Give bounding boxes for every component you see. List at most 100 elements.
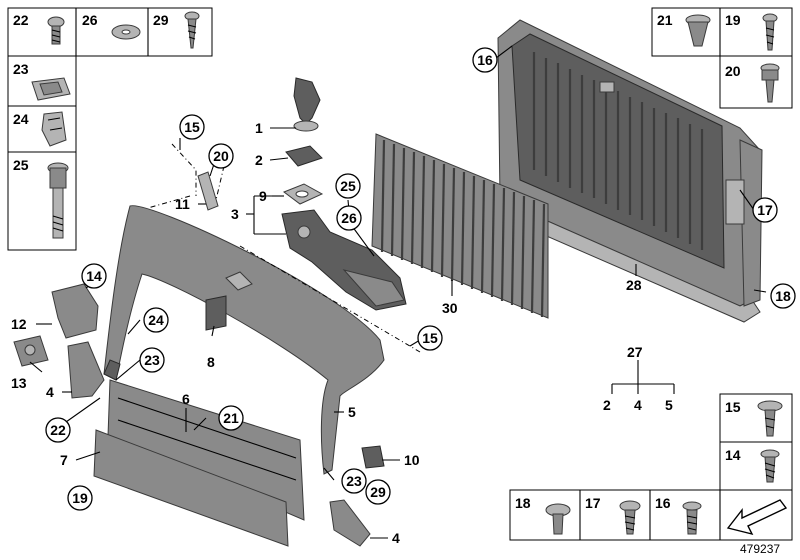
svg-text:29: 29: [370, 484, 386, 500]
bracket-12-14: [51, 283, 99, 339]
corner-trim-left: [67, 341, 105, 399]
svg-text:23: 23: [144, 352, 160, 368]
svg-text:25: 25: [340, 178, 356, 194]
document-number: 479237: [740, 542, 780, 556]
washer-icon-26: [111, 24, 141, 40]
label-3: 3: [231, 206, 239, 222]
mascot-cover: [285, 145, 323, 167]
svg-text:20: 20: [213, 148, 229, 164]
label-27-item-4: 4: [634, 397, 642, 413]
part-labels: 1 2 3 9 11 8 6 7 5 10 4 4 12 13 30 28 27…: [11, 120, 673, 546]
label-6: 6: [182, 391, 190, 407]
box-label-22: 22: [13, 12, 29, 28]
screw-icon-15: [757, 400, 783, 437]
grille-louvre: [371, 133, 549, 319]
arrow-icon: [726, 499, 788, 536]
callout-14: 14: [81, 263, 107, 289]
box-label-23: 23: [13, 61, 29, 77]
frame-grille-slats: [532, 52, 704, 250]
label-8: 8: [207, 354, 215, 370]
corner-trim-right: [329, 499, 371, 547]
label-7: 7: [60, 452, 68, 468]
grille-surround-frame: [103, 205, 385, 475]
label-9: 9: [259, 188, 267, 204]
mascot-seal: [282, 183, 324, 205]
label-11: 11: [175, 196, 190, 212]
bracket-11-20: [197, 171, 219, 211]
fastener-table-right-bottom: 15 14 18 17 16: [509, 393, 793, 541]
svg-text:24: 24: [148, 312, 164, 328]
box-label-14: 14: [725, 447, 741, 463]
label-27-item-5: 5: [665, 397, 673, 413]
label-28: 28: [626, 277, 642, 293]
louvre-slats: [380, 139, 546, 318]
label-10: 10: [404, 452, 420, 468]
callout-15-right: 15: [417, 325, 443, 351]
box-label-16: 16: [655, 495, 671, 511]
callout-21: 21: [218, 405, 244, 431]
guide-lines: [147, 143, 421, 353]
callout-18: 18: [770, 283, 796, 309]
callout-26: 26: [336, 205, 362, 231]
box-label-21: 21: [657, 12, 673, 28]
circled-labels: 15 20 25 26 15 14 24 23: [45, 47, 796, 511]
callout-15-top: 15: [179, 114, 205, 140]
callout-23-right: 23: [341, 468, 367, 494]
box-label-26: 26: [82, 12, 98, 28]
box-label-15: 15: [725, 399, 741, 415]
screw-icon-17: [619, 500, 641, 535]
box-label-19: 19: [725, 12, 741, 28]
label-12: 12: [11, 316, 27, 332]
mascot-mechanism: [281, 209, 407, 311]
svg-text:17: 17: [757, 202, 773, 218]
svg-text:19: 19: [72, 490, 88, 506]
screw-icon-18: [545, 503, 571, 535]
callout-19: 19: [67, 485, 93, 511]
screw-icon-19: [762, 13, 778, 51]
label-13: 13: [11, 375, 27, 391]
svg-text:18: 18: [775, 288, 791, 304]
box-label-18: 18: [515, 495, 531, 511]
box-label-25: 25: [13, 157, 29, 173]
clip-13: [13, 335, 49, 367]
clip-icon-24: [41, 111, 67, 147]
mascot-figure: [293, 77, 321, 132]
label-4-left: 4: [46, 384, 54, 400]
callout-17: 17: [752, 197, 778, 223]
screw-icon-22: [47, 16, 65, 45]
callout-22: 22: [45, 417, 71, 443]
callout-24: 24: [143, 307, 169, 333]
fastener-table-right-top: 21 19 20: [651, 7, 793, 109]
box-label-17: 17: [585, 495, 601, 511]
svg-text:14: 14: [86, 268, 102, 284]
label-2: 2: [255, 152, 263, 168]
box-label-29: 29: [153, 12, 169, 28]
label-30: 30: [442, 300, 458, 316]
svg-text:21: 21: [223, 410, 239, 426]
svg-text:15: 15: [422, 330, 438, 346]
bolt-icon-25: [47, 162, 69, 239]
svg-text:22: 22: [50, 422, 66, 438]
svg-text:26: 26: [341, 210, 357, 226]
svg-text:15: 15: [184, 119, 200, 135]
clip-nut-icon-23: [31, 77, 71, 101]
screw-icon-29: [184, 11, 200, 49]
screw-icon-16: [682, 501, 702, 535]
callout-20: 20: [208, 143, 234, 169]
callout-23-left: 23: [139, 347, 165, 373]
expanding-nut-icon-21: [685, 14, 711, 47]
label-1: 1: [255, 120, 263, 136]
callout-25: 25: [335, 173, 361, 199]
box-label-24: 24: [13, 111, 29, 127]
callout-16: 16: [472, 47, 498, 73]
radiator-grille-frame: [495, 19, 763, 323]
fastener-table-left: 22 26 29 23 24 25: [7, 7, 213, 251]
svg-text:23: 23: [346, 473, 362, 489]
screw-icon-14: [760, 449, 780, 483]
label-5: 5: [348, 404, 356, 420]
box-label-20: 20: [725, 63, 741, 79]
label-4-right: 4: [392, 530, 400, 546]
callout-29: 29: [365, 479, 391, 505]
screw-icon-20: [760, 63, 780, 103]
